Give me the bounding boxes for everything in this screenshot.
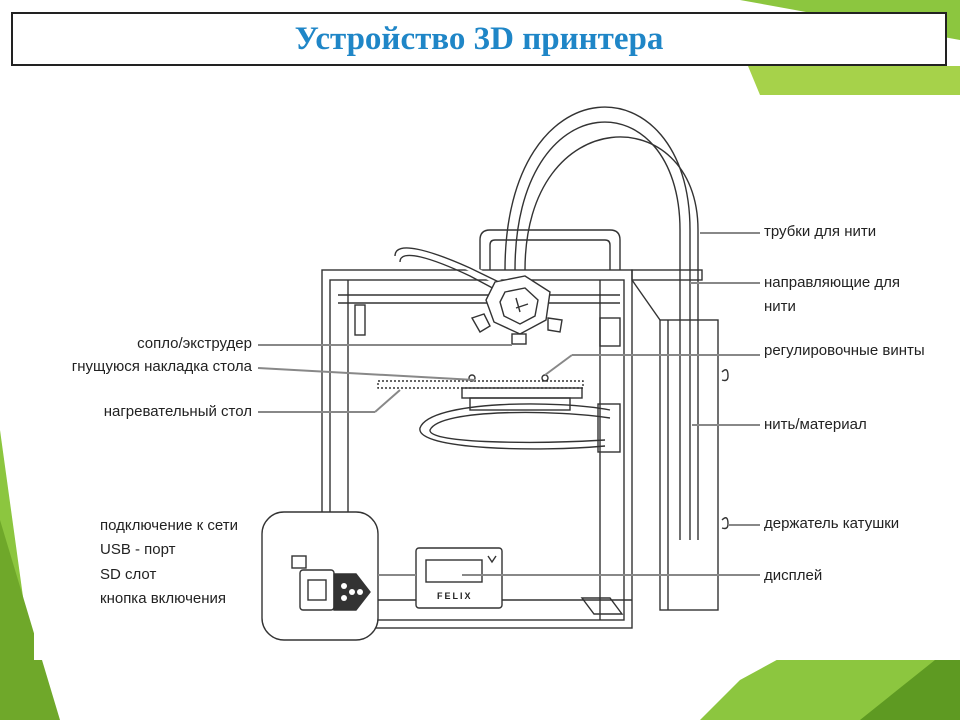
fan-hole [341, 583, 347, 589]
label-bed-cover: гнущуюся накладка стола [71, 358, 252, 375]
leader-screws-a [544, 354, 573, 376]
base-foot [580, 597, 624, 615]
extruder-fan-left [470, 313, 491, 333]
adjust-screw-1 [468, 374, 476, 382]
label-usb: USB - порт [100, 541, 176, 558]
leader-heated-bed-b [374, 389, 401, 413]
display-unit [415, 547, 503, 609]
top-handle-inner [489, 239, 611, 270]
nozzle [511, 333, 527, 345]
label-guides-1: направляющие для [764, 274, 901, 291]
filament-tube-1 [504, 106, 691, 540]
fan-hole [341, 595, 347, 601]
filament-tube-2 [514, 121, 681, 540]
label-display: дисплей [764, 567, 823, 584]
bed-cable-connector [597, 403, 621, 453]
frame-bracket-right [599, 317, 621, 347]
spool-panel-brace [631, 279, 661, 321]
leader-bed-cover [257, 367, 476, 381]
fan-hole [357, 589, 363, 595]
display-knob [487, 555, 497, 564]
filament-tube-3 [524, 136, 699, 540]
green-accent-left-dark [0, 520, 60, 720]
extruder-head-inner [499, 287, 539, 325]
green-accent-under-title [748, 66, 960, 95]
bed-carriage [469, 397, 571, 411]
bed-cable-2 [429, 411, 611, 443]
adjust-hook-upper [721, 369, 729, 382]
top-handle [479, 229, 621, 270]
label-power-conn: подключение к сети [100, 517, 238, 534]
label-heated-bed: нагревательный стол [103, 403, 252, 420]
bed-cover [377, 380, 584, 389]
label-adjust-screws: регулировочные винты [764, 342, 925, 359]
extruder-fan-right [547, 317, 563, 333]
label-filament: нить/материал [764, 416, 867, 433]
connector-inset [261, 511, 379, 641]
usb-port [291, 555, 307, 569]
bed-cable [419, 403, 611, 450]
power-socket-inner [307, 579, 327, 601]
label-tubes: трубки для нити [764, 223, 877, 240]
label-power-button: кнопка включения [100, 590, 227, 607]
extruder-cable [394, 247, 506, 286]
extruder-logo [515, 297, 529, 313]
filament-guide-bar [631, 269, 703, 281]
label-nozzle: сопло/экструдер [137, 335, 252, 352]
label-sd: SD слот [100, 566, 157, 583]
page-title: Устройство 3D принтера [294, 20, 664, 57]
frame-bracket-left [354, 304, 366, 336]
display-brand: FELIX [437, 591, 473, 601]
fan-hole [349, 589, 355, 595]
label-spool-holder: держатель катушки [764, 515, 900, 532]
spool-panel [659, 319, 719, 611]
display-screen [425, 559, 483, 583]
extruder-cable-2 [399, 254, 501, 293]
label-guides-2: нити [764, 298, 796, 315]
title-box: Устройство 3D принтера [11, 12, 947, 66]
